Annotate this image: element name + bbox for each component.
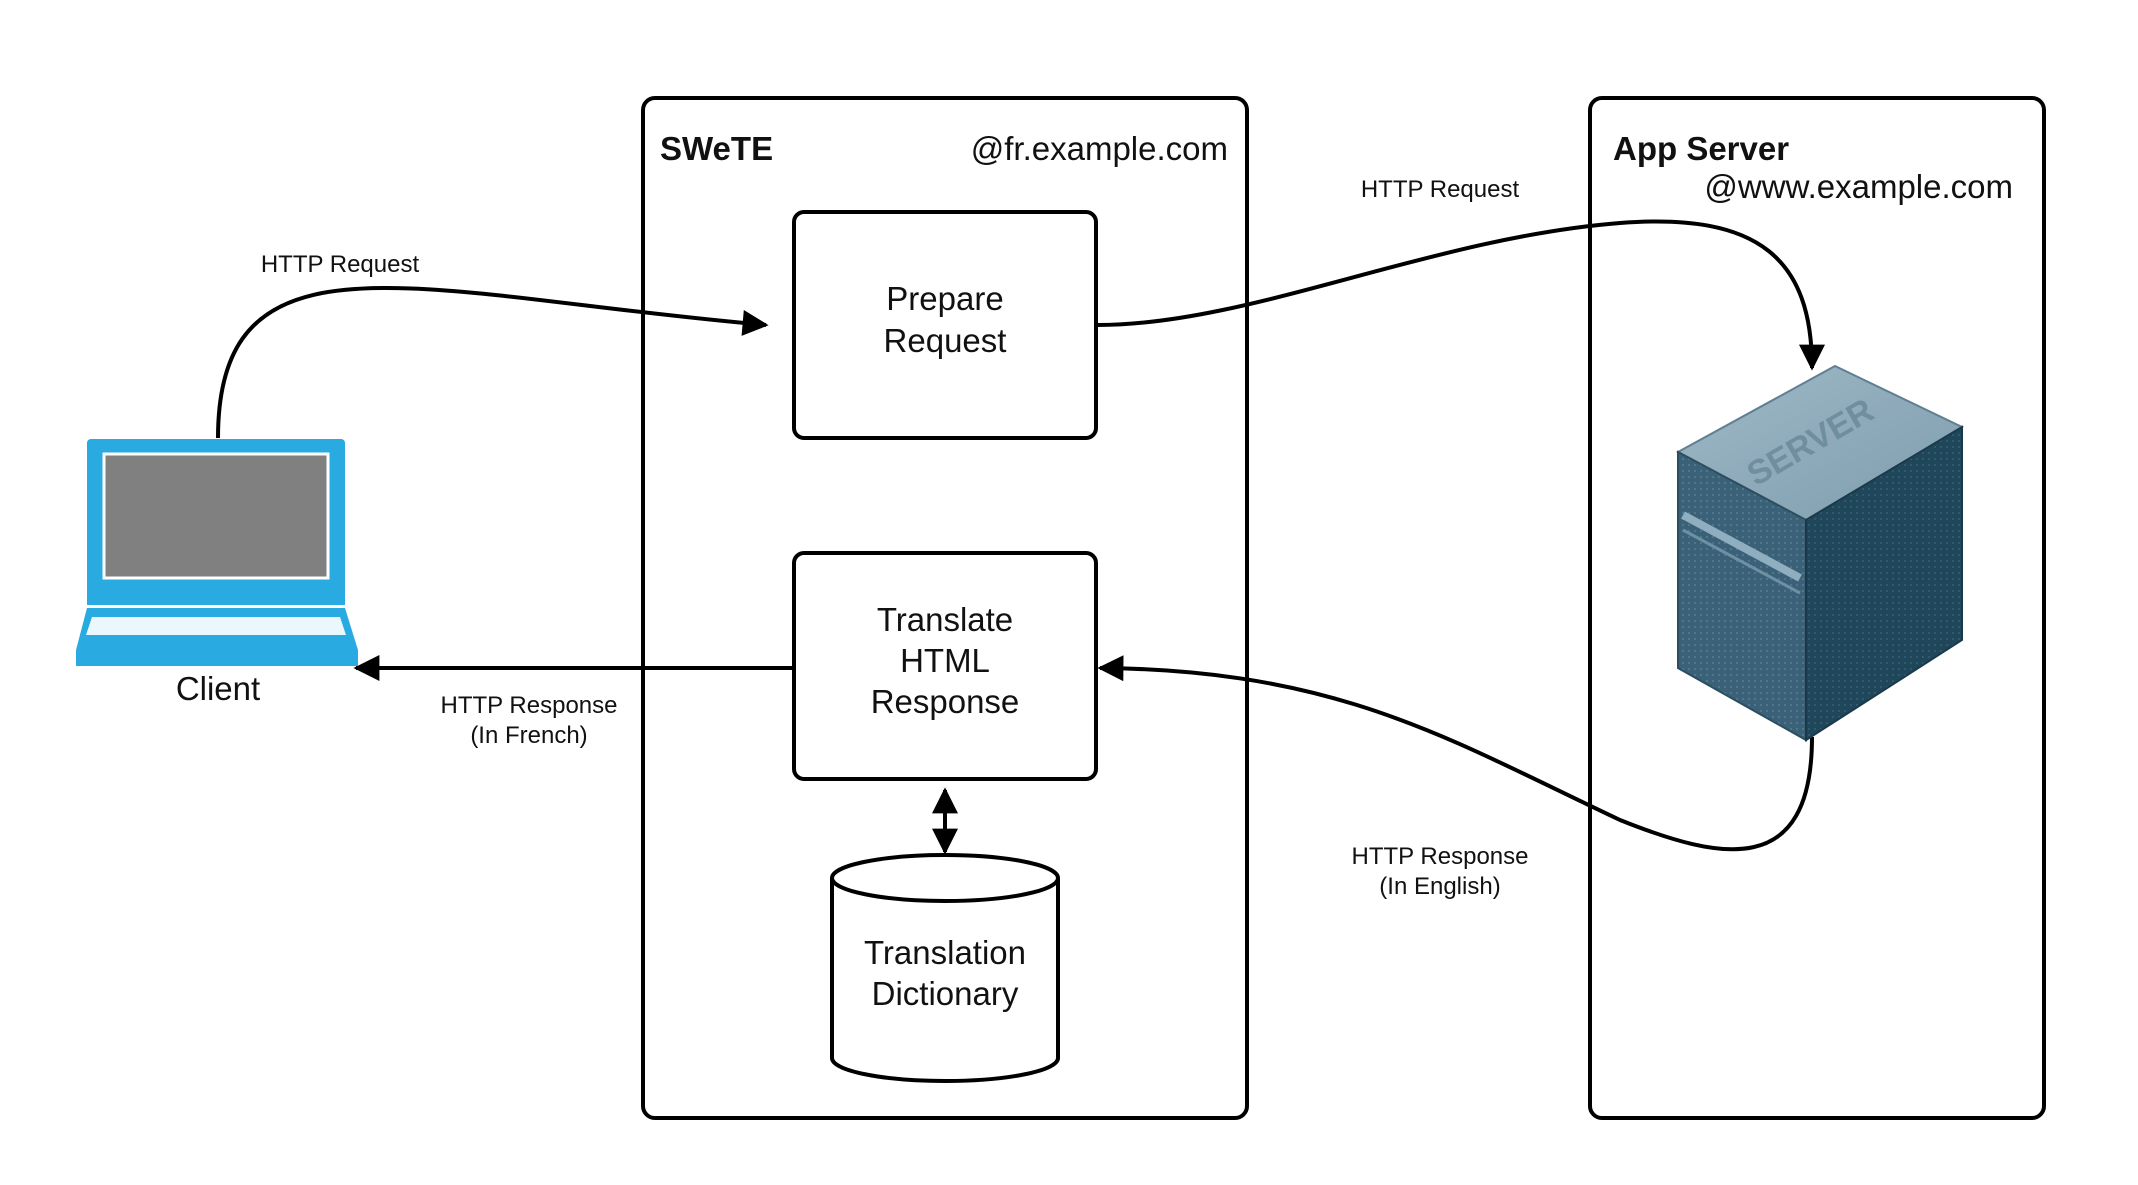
laptop-screen — [102, 452, 330, 580]
swete-title: SWeTE — [660, 130, 773, 167]
client-response-label-2: (In French) — [470, 722, 587, 749]
client-response-label-1: HTTP Response — [441, 692, 618, 719]
server-response-label-1: HTTP Response — [1352, 843, 1529, 870]
dictionary-line-1: Translation — [864, 934, 1026, 971]
server-side-face — [1805, 425, 1963, 742]
app-server-title: App Server — [1613, 130, 1789, 167]
laptop-icon — [76, 439, 358, 666]
prepare-request-line-2: Request — [884, 322, 1007, 359]
translate-response-box: Translate HTML Response — [792, 551, 1098, 781]
client-request-label: HTTP Request — [261, 251, 420, 278]
prepare-request-line-1: Prepare — [886, 280, 1003, 317]
client-label: Client — [176, 670, 260, 707]
laptop-base — [76, 608, 358, 666]
translate-line-3: Response — [871, 683, 1020, 720]
swete-host: @fr.example.com — [971, 130, 1228, 167]
server-response-label-2: (In English) — [1379, 873, 1500, 900]
client-to-swete-request-arrow — [216, 285, 769, 439]
app-server-container: App Server @www.example.com — [1588, 96, 2046, 1120]
swete-to-server-request-arrow — [1097, 219, 1825, 371]
server-icon: SERVER — [1675, 364, 1965, 742]
translate-line-1: Translate — [877, 601, 1013, 638]
server-request-label: HTTP Request — [1361, 176, 1520, 203]
translation-dictionary-database: Translation Dictionary — [830, 853, 1060, 1083]
prepare-request-box: Prepare Request — [792, 210, 1098, 440]
connectors — [216, 219, 1825, 855]
swete-container: SWeTE @fr.example.com — [641, 96, 1249, 1120]
server-to-swete-response-arrow — [1097, 655, 1814, 852]
app-server-host: @www.example.com — [1704, 168, 2013, 205]
dictionary-line-2: Dictionary — [872, 975, 1019, 1012]
translate-line-2: HTML — [900, 642, 990, 679]
